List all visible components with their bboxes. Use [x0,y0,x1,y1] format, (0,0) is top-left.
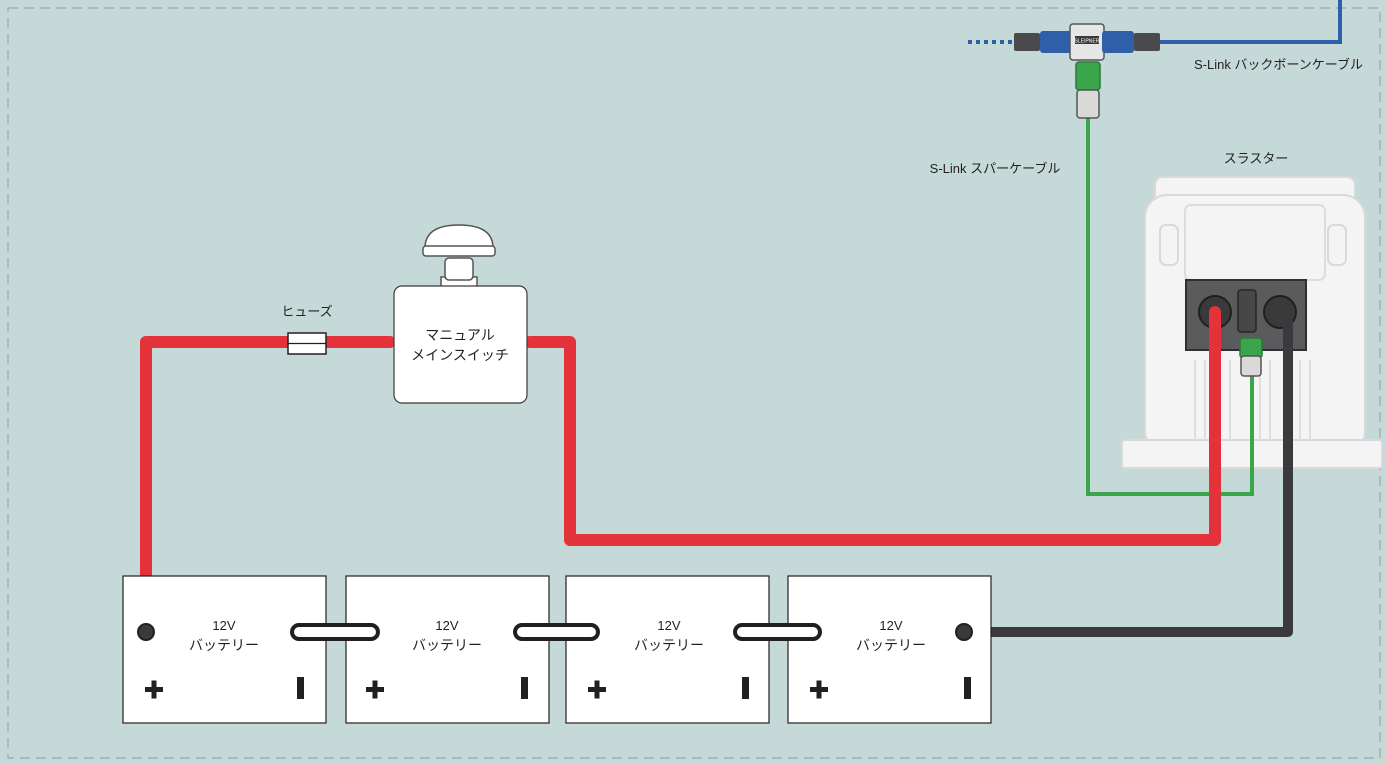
battery-series-links [290,623,822,641]
series-link-2-3 [513,623,600,641]
battery-4-name: バッテリー [856,637,926,653]
fuse-label: ヒューズ [281,304,332,319]
battery-polarity-symbols [145,677,971,699]
battery-1-name: バッテリー [189,637,259,653]
series-link-3-4 [733,623,822,641]
main-switch-label-line1: マニュアル [425,327,495,343]
diagram-border [7,7,1381,759]
battery-2-voltage: 12V [435,618,458,633]
backbone-t-connector: SLEIPNER [1014,23,1160,61]
fuse [287,332,327,355]
battery-4-negative-terminal [955,623,973,641]
battery-3-name: バッテリー [634,637,704,653]
battery-2 [345,575,550,724]
spur-cable [1075,61,1263,496]
spur-cable-label: S-Link スパーケーブル [930,161,1061,176]
battery-1-positive-terminal [137,623,155,641]
main-switch-body [393,285,528,404]
battery-2-minus-symbol [521,677,528,699]
battery-3-voltage: 12V [657,618,680,633]
backbone-cable-label: S-Link バックボーンケーブル [1194,57,1363,72]
main-switch-label-line2: メインスイッチ [411,347,509,363]
connector-brand-label: SLEIPNER [1075,39,1100,45]
battery-4-voltage: 12V [879,618,902,633]
battery-1 [122,575,327,724]
negative-cable [959,307,1293,637]
thruster-label: スラスター [1224,151,1289,166]
main-switch [393,224,528,404]
battery-4-minus-symbol [964,677,971,699]
backbone-cable [968,0,1342,44]
battery-4 [787,575,992,724]
battery-2-name: バッテリー [412,637,482,653]
battery-1-voltage: 12V [212,618,235,633]
batteries [122,575,992,724]
battery-3-minus-symbol [742,677,749,699]
battery-1-minus-symbol [297,677,304,699]
series-link-1-2 [290,623,380,641]
battery-3 [565,575,770,724]
